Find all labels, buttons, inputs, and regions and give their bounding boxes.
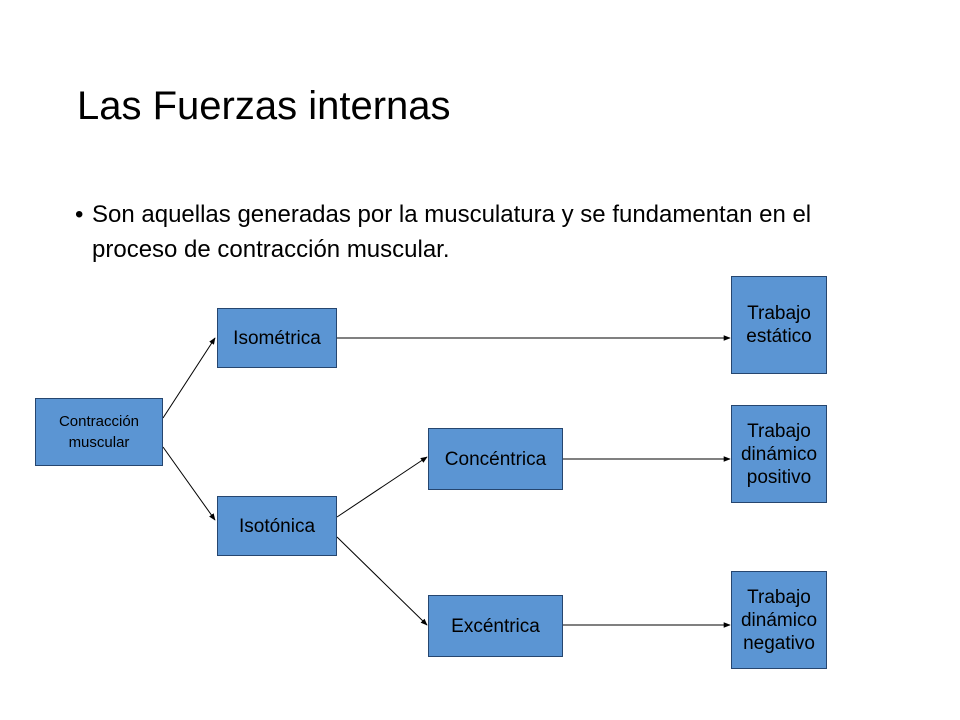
- slide-title: Las Fuerzas internas: [77, 84, 451, 128]
- arrow-contraccion-isometrica: [162, 337, 216, 419]
- node-contraccion-muscular: Contracción muscular: [35, 398, 163, 466]
- bullet-text: Son aquellas generadas por la musculatur…: [92, 201, 812, 263]
- arrow-isotonica-excentrica: [336, 536, 428, 626]
- node-concentrica: Concéntrica: [428, 428, 563, 490]
- node-trabajo-dinamico-negativo: Trabajo dinámico negativo: [731, 571, 827, 669]
- node-isotonica: Isotónica: [217, 496, 337, 556]
- bullet-dot-icon: •: [75, 201, 84, 228]
- node-isometrica: Isométrica: [217, 308, 337, 368]
- node-trabajo-dinamico-positivo: Trabajo dinámico positivo: [731, 405, 827, 503]
- node-trabajo-estatico: Trabajo estático: [731, 276, 827, 374]
- arrow-isotonica-concentrica: [336, 456, 428, 518]
- node-excentrica: Excéntrica: [428, 595, 563, 657]
- arrow-contraccion-isotonica: [162, 446, 216, 521]
